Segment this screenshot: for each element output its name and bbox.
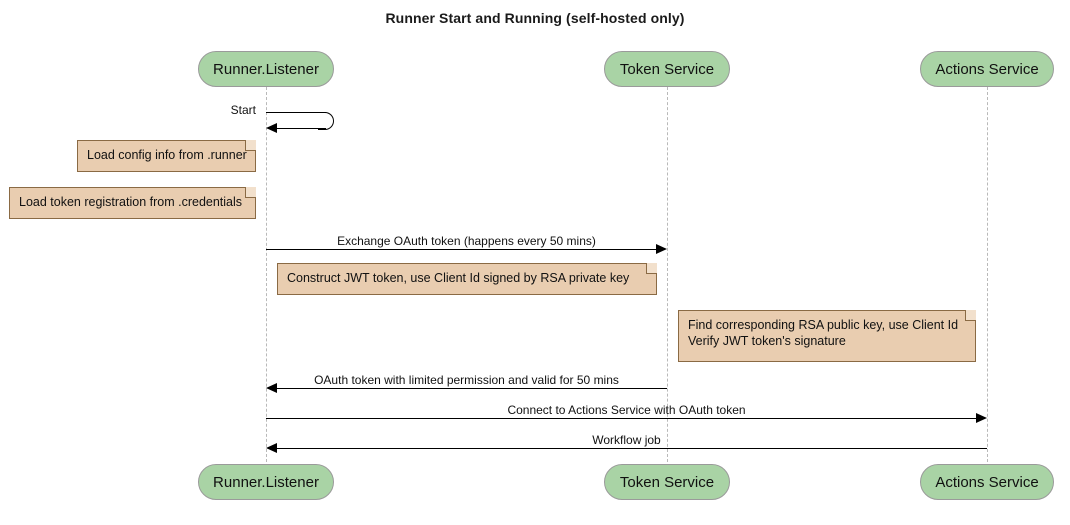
- participant-label: Token Service: [619, 473, 715, 491]
- message-line-workflow-job: [277, 448, 987, 449]
- self-loop-top-segment: [266, 112, 326, 113]
- message-label-workflow-job: Workflow job: [592, 433, 661, 447]
- self-loop-right-segment: [318, 112, 334, 130]
- message-arrowhead-connect-actions-service: [976, 413, 987, 423]
- participant-label: Actions Service: [935, 60, 1039, 78]
- participant-actions-top[interactable]: Actions Service: [920, 51, 1054, 87]
- note-verify-jwt-signature: Find corresponding RSA public key, use C…: [678, 310, 976, 362]
- lifeline-actions: [987, 87, 988, 462]
- message-label-oauth-token-returned: OAuth token with limited permission and …: [314, 373, 619, 387]
- message-label-connect-actions-service: Connect to Actions Service with OAuth to…: [507, 403, 746, 417]
- note-text: Load config info from .runner: [87, 148, 247, 162]
- participant-runner-top[interactable]: Runner.Listener: [198, 51, 334, 87]
- participant-label: Runner.Listener: [213, 60, 319, 78]
- message-label-start: Start: [230, 103, 256, 117]
- message-arrowhead-workflow-job: [266, 443, 277, 453]
- note-text-line-2: Verify JWT token's signature: [688, 334, 846, 348]
- self-loop-bottom-segment: [272, 128, 326, 129]
- note-load-config-info: Load config info from .runner: [77, 140, 256, 172]
- page-title: Runner Start and Running (self-hosted on…: [385, 10, 685, 26]
- participant-label: Actions Service: [935, 473, 1039, 491]
- message-label-exchange-oauth-token: Exchange OAuth token (happens every 50 m…: [337, 234, 596, 248]
- note-load-token-registration: Load token registration from .credential…: [9, 187, 256, 219]
- message-arrowhead-oauth-token-returned: [266, 383, 277, 393]
- participant-label: Runner.Listener: [213, 473, 319, 491]
- lifeline-runner: [266, 87, 267, 462]
- note-fold-corner-icon: [245, 140, 256, 151]
- participant-token-top[interactable]: Token Service: [604, 51, 730, 87]
- participant-label: Token Service: [619, 60, 715, 78]
- lifeline-token: [667, 87, 668, 462]
- participant-actions-bottom[interactable]: Actions Service: [920, 464, 1054, 500]
- note-text-line-1: Find corresponding RSA public key, use C…: [688, 318, 959, 332]
- note-fold-corner-icon: [646, 263, 657, 274]
- note-fold-corner-icon: [245, 187, 256, 198]
- note-construct-jwt-token: Construct JWT token, use Client Id signe…: [277, 263, 657, 295]
- note-text: Load token registration from .credential…: [19, 195, 243, 209]
- message-arrowhead-exchange-oauth-token: [656, 244, 667, 254]
- self-loop-arrowhead: [266, 123, 277, 133]
- message-line-oauth-token-returned: [277, 388, 667, 389]
- message-line-exchange-oauth-token: [266, 249, 656, 250]
- note-fold-corner-icon: [965, 310, 976, 321]
- participant-runner-bottom[interactable]: Runner.Listener: [198, 464, 334, 500]
- message-line-connect-actions-service: [266, 418, 976, 419]
- participant-token-bottom[interactable]: Token Service: [604, 464, 730, 500]
- note-text: Construct JWT token, use Client Id signe…: [287, 271, 630, 285]
